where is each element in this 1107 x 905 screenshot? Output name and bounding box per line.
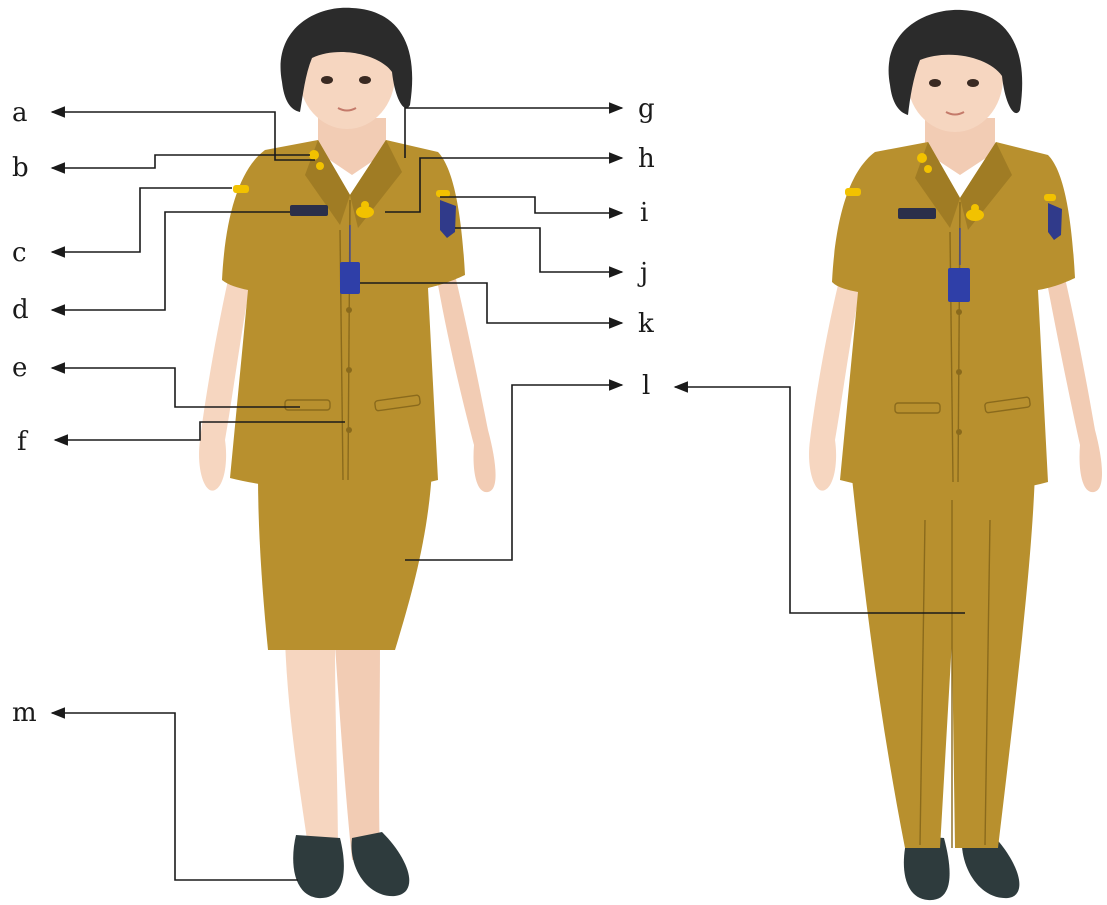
- label-i: i: [640, 198, 648, 228]
- name-tag: [898, 208, 936, 219]
- shoulder-tab-left: [233, 185, 249, 193]
- label-d: d: [12, 295, 29, 325]
- shoulder-tab-right: [1044, 194, 1056, 201]
- label-e: e: [12, 353, 27, 383]
- label-f: f: [17, 427, 29, 457]
- label-b: b: [12, 153, 29, 183]
- label-c: c: [12, 238, 27, 268]
- label-j: j: [637, 258, 648, 288]
- label-h: h: [638, 144, 655, 174]
- label-a: a: [12, 98, 28, 128]
- leader-m: [52, 713, 298, 880]
- shirt: [832, 142, 1075, 494]
- leader-h: [385, 158, 622, 212]
- collar-pin-lower: [924, 165, 932, 173]
- shirt: [222, 140, 465, 491]
- leader-lines: [52, 108, 965, 880]
- figure-trousers: [809, 10, 1102, 900]
- leader-g: [405, 108, 622, 158]
- leader-c: [52, 188, 232, 252]
- collar-pin-upper: [917, 153, 927, 163]
- trousers: [852, 472, 1035, 848]
- shoulder-tab-right: [436, 190, 450, 197]
- arm-patch: [440, 200, 456, 238]
- name-tag: [290, 205, 328, 216]
- leader-j: [455, 228, 622, 272]
- collar-pin-lower: [316, 162, 324, 170]
- figure-skirt: [199, 8, 496, 898]
- collar-pin-upper: [309, 150, 319, 160]
- label-m: m: [12, 698, 37, 728]
- arm-patch: [1048, 203, 1062, 240]
- shoulder-tab-left: [845, 188, 861, 196]
- label-l: l: [642, 371, 650, 401]
- legs: [285, 640, 380, 860]
- leader-i: [440, 197, 622, 213]
- leader-a: [52, 112, 315, 160]
- label-k: k: [638, 309, 654, 339]
- label-g: g: [638, 94, 655, 124]
